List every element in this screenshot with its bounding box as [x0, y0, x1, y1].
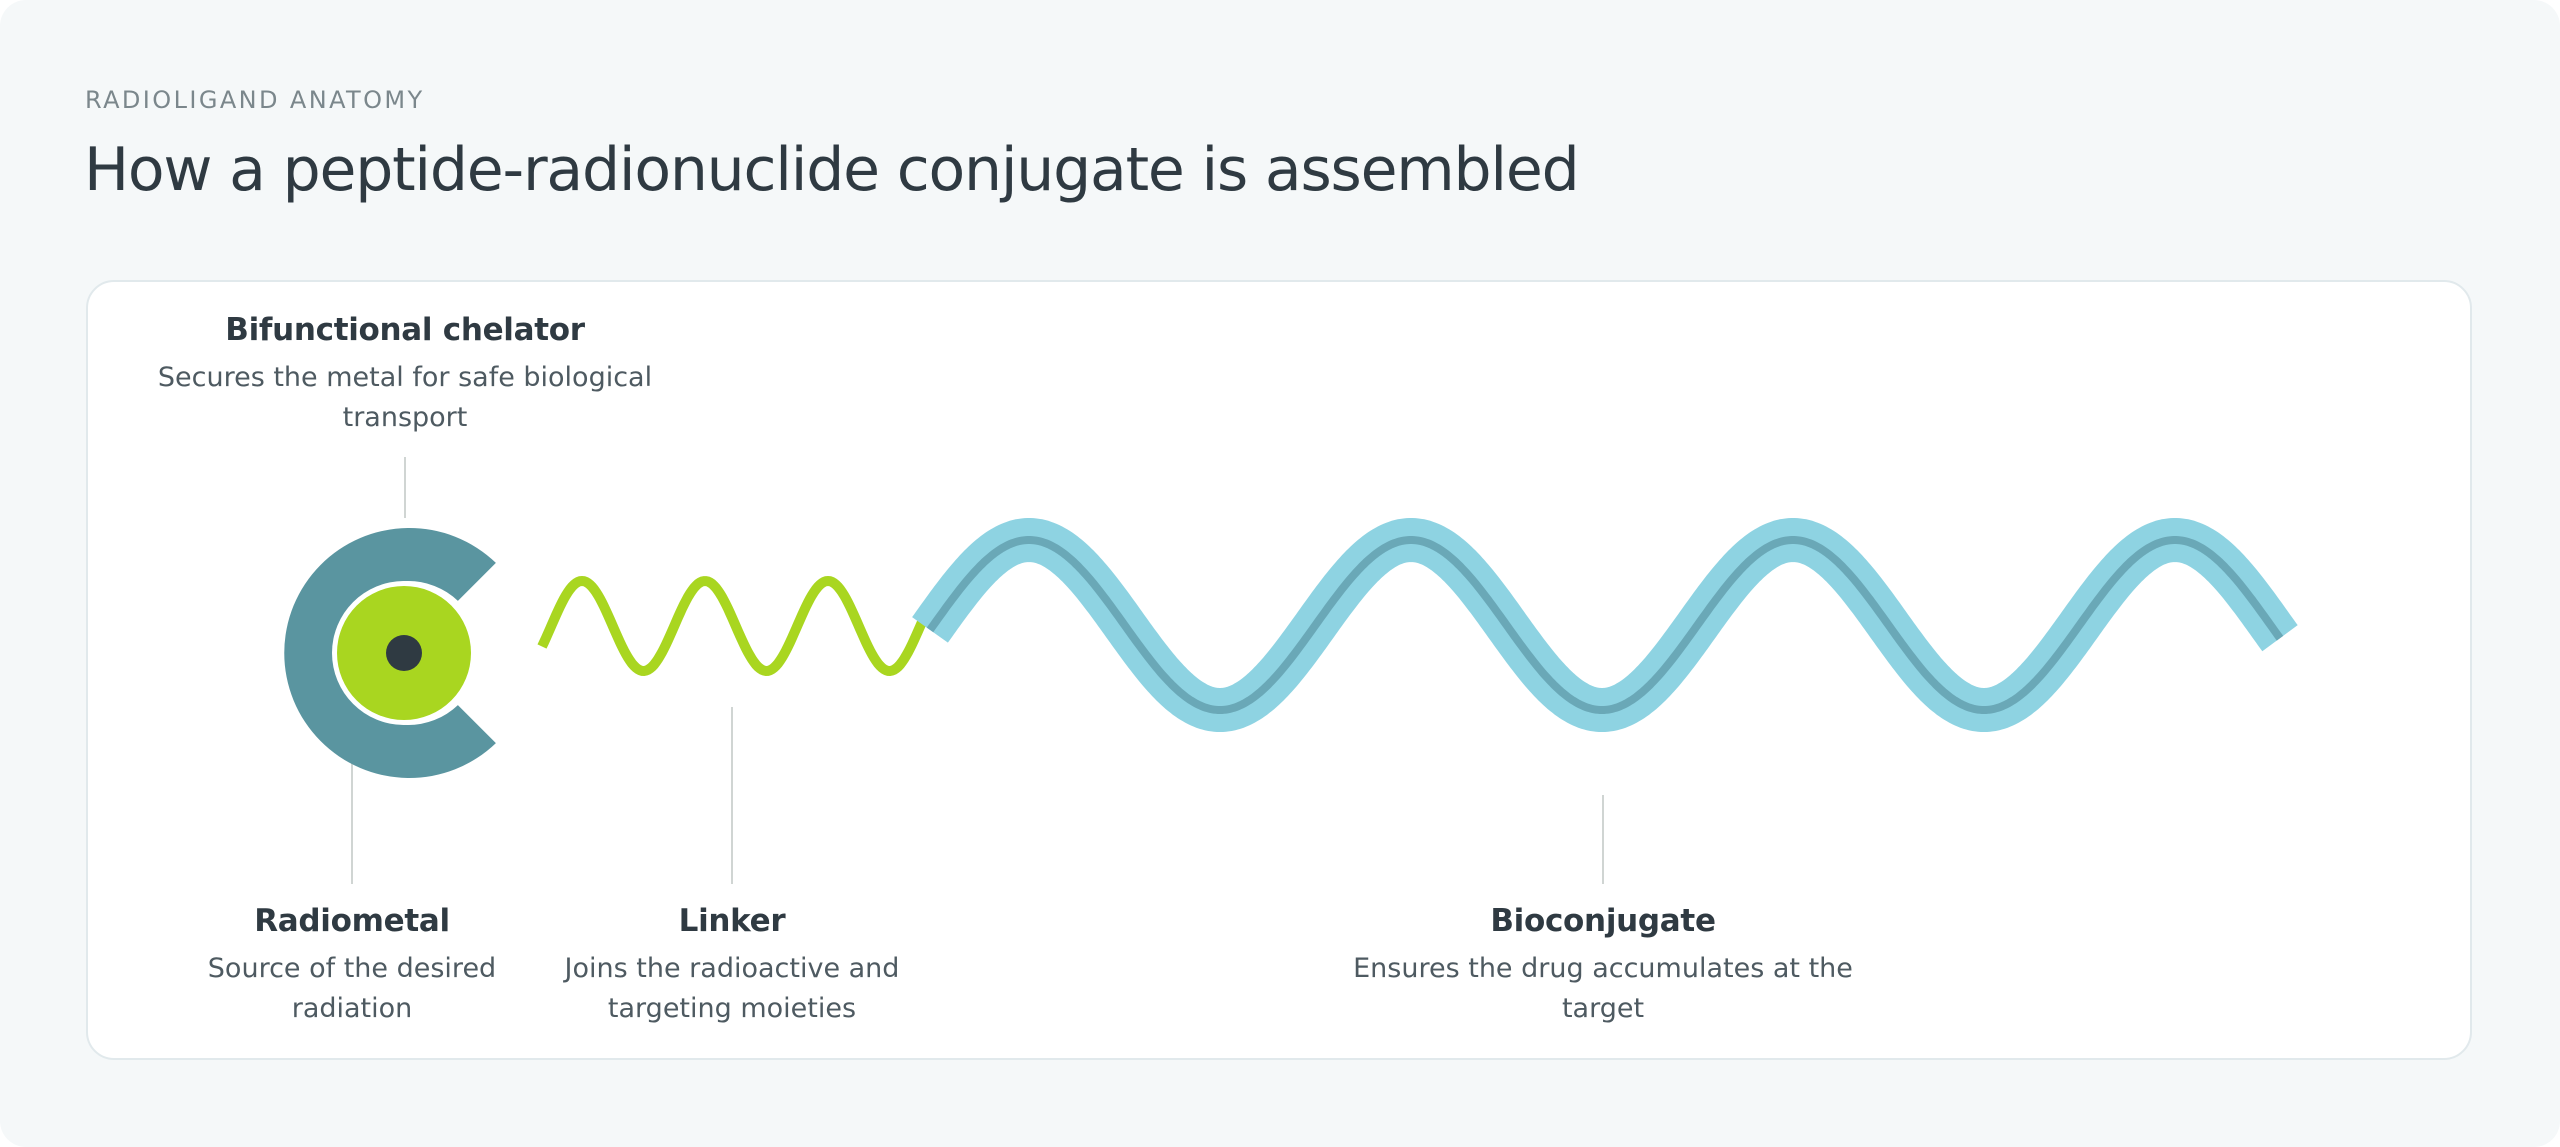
bioconjugate-label: Bioconjugate Ensures the drug accumulate…	[1333, 903, 1873, 1029]
linker-wave	[537, 575, 929, 677]
bioconjugate-name: Bioconjugate	[1490, 903, 1716, 939]
linker-description: Joins the radioactive and targeting moie…	[564, 953, 900, 1024]
eyebrow-label: RADIOLIGAND ANATOMY	[85, 86, 425, 114]
radiometal-description: Source of the desired radiation	[207, 953, 497, 1024]
linker-label: Linker Joins the radioactive and targeti…	[552, 903, 912, 1029]
chelator-name: Bifunctional chelator	[225, 312, 585, 348]
chelator-ring	[284, 528, 496, 779]
chelator-label: Bifunctional chelator Secures the metal …	[145, 312, 665, 438]
bioconjugate-description: Ensures the drug accumulates at the targ…	[1353, 953, 1853, 1024]
chelator-description: Secures the metal for safe biological tr…	[157, 362, 653, 433]
bioconjugate-core-line	[926, 536, 2284, 714]
page-title: How a peptide-radionuclide conjugate is …	[84, 135, 1580, 205]
radiometal-core	[386, 635, 422, 671]
radiometal-name: Radiometal	[254, 903, 450, 939]
radiometal-label: Radiometal Source of the desired radiati…	[192, 903, 512, 1029]
linker-name: Linker	[678, 903, 786, 939]
